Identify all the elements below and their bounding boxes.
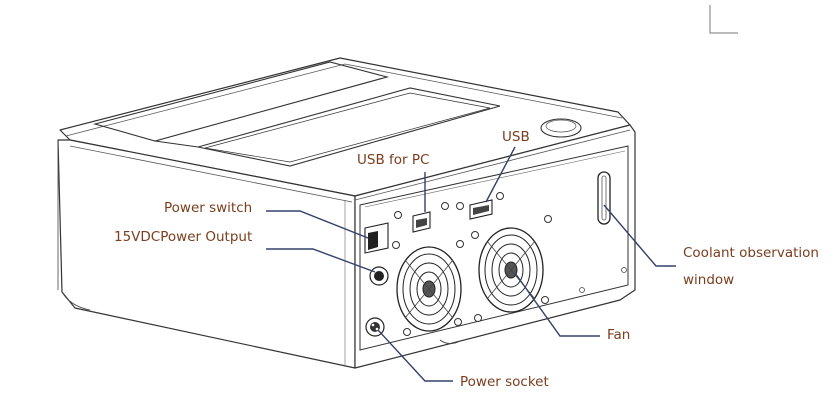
usb-for-pc-port	[412, 211, 431, 233]
leader-lines	[266, 146, 676, 382]
leader-usb	[485, 146, 516, 203]
bottom-foot	[439, 339, 459, 345]
coolant-window	[597, 171, 611, 225]
power-switch	[364, 222, 389, 254]
label-coolant-line2: window	[683, 272, 735, 288]
leader-fan	[514, 272, 600, 337]
usb-port	[469, 199, 493, 220]
label-usb-for-pc: USB for PC	[357, 152, 430, 168]
label-coolant-line1: Coolant observation	[683, 245, 819, 261]
label-power-socket: Power socket	[460, 374, 549, 390]
label-fan: Fan	[607, 327, 631, 343]
fan-left	[396, 246, 462, 332]
panel-screws	[392, 192, 552, 336]
dc-output-jack	[369, 266, 389, 286]
leader-power-socket	[377, 329, 453, 382]
top-panel	[92, 61, 501, 167]
leader-dc-output	[266, 248, 376, 273]
label-usb: USB	[502, 129, 530, 145]
crop-mark	[709, 5, 738, 34]
label-power-switch: Power switch	[164, 200, 253, 216]
label-dc-output: 15VDCPower Output	[114, 229, 253, 245]
leader-coolant	[603, 204, 676, 267]
top-knob	[540, 118, 582, 138]
leader-power-switch	[266, 210, 369, 239]
